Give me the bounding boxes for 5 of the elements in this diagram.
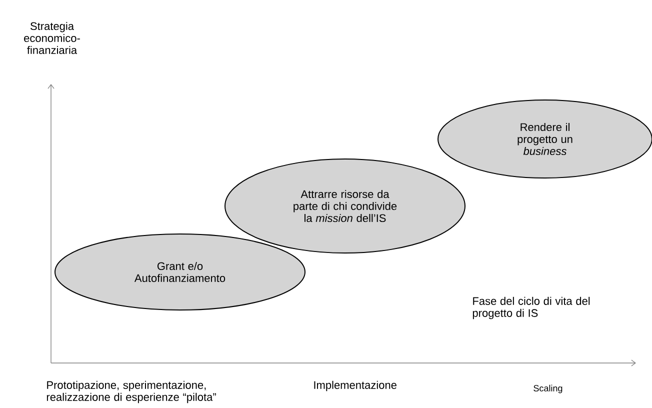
axis-label: Scaling [534, 384, 562, 394]
axis-label: Strategia economico-finanziaria [24, 22, 80, 54]
axis-label: Implementazione [314, 380, 396, 392]
axis-label: Fase del ciclo di vita del progetto di IS [472, 296, 590, 320]
axis-label: Prototipazione, sperimentazione, realizzazione di esperienze “pilota” [46, 380, 216, 404]
